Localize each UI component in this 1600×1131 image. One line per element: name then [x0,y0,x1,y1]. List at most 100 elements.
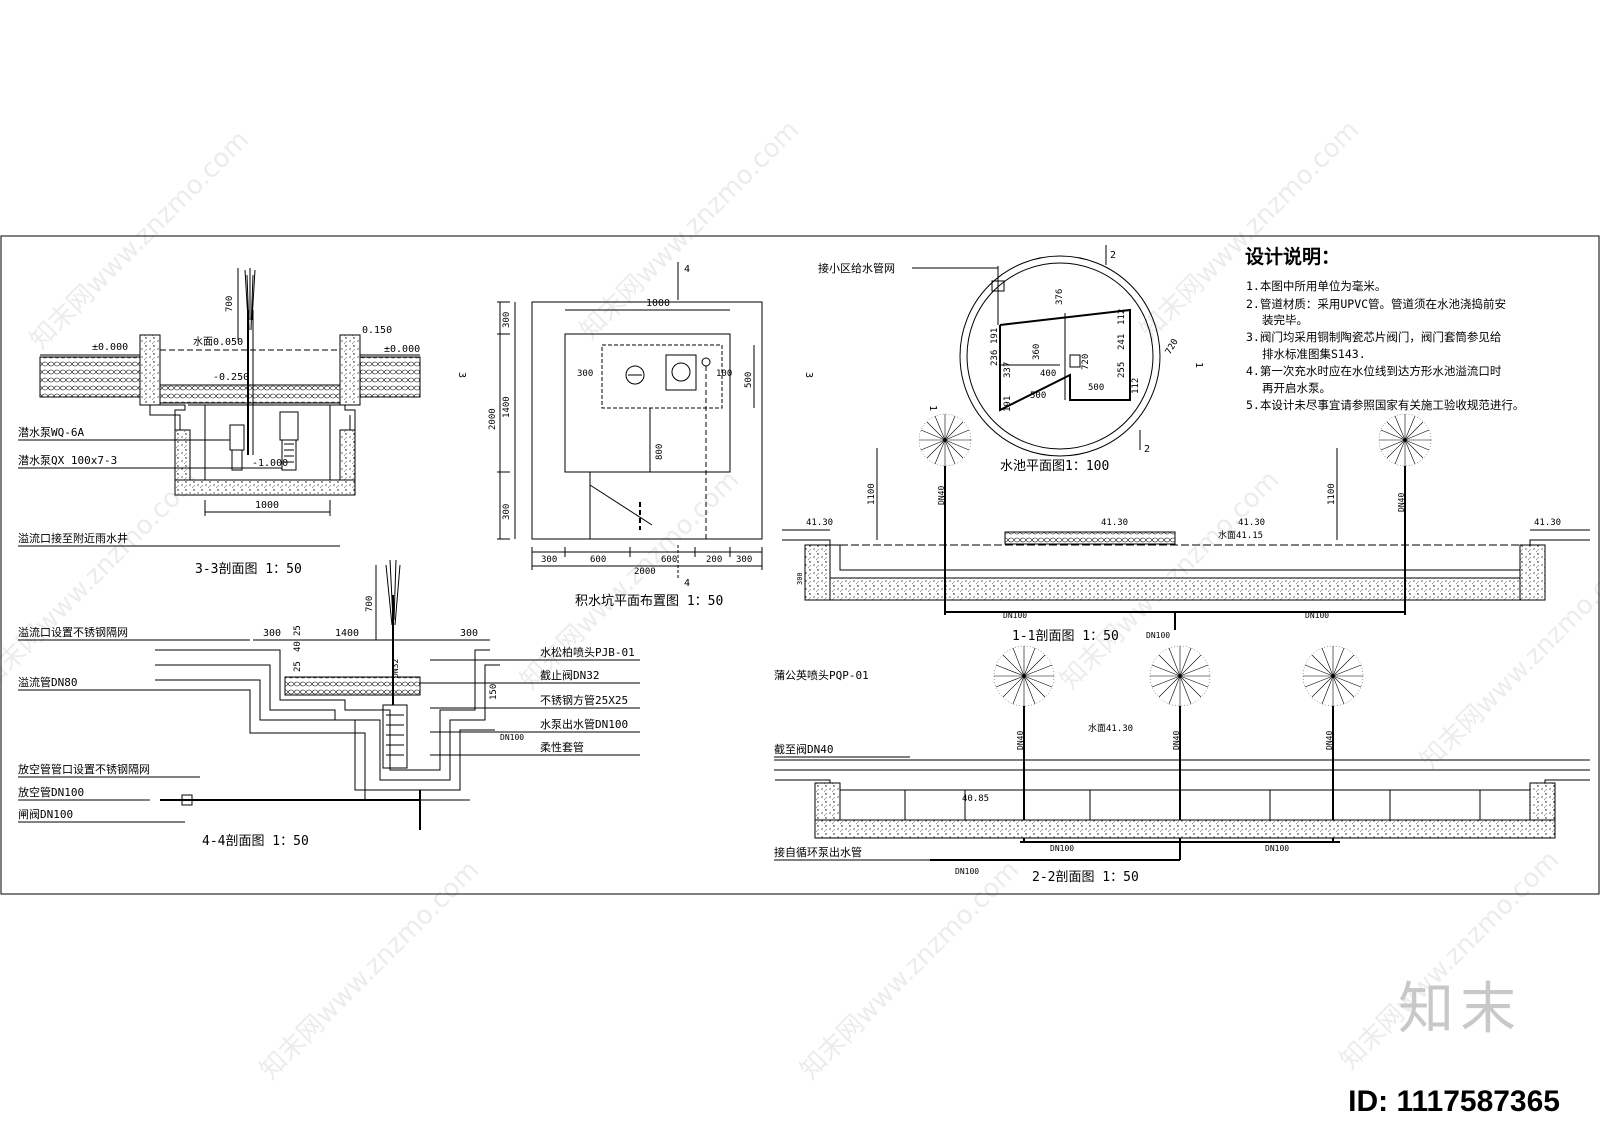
elev-22-bottom: 40.85 [962,794,989,804]
dim-11-dn100b: DN100 [1305,611,1329,620]
dim-pit-w300: 300 [577,369,593,379]
label-steel-tube: 不锈钢方管25X25 [540,693,628,707]
elev-11-c: 41.30 [1238,518,1265,528]
label-supply-network: 接小区给水管网 [818,261,895,275]
dim-44-300a: 300 [263,628,281,639]
elev-ground-left: ±0.000 [92,342,128,353]
mark-4-top: 4 [684,264,690,275]
pit-plan: 300 1400 300 2000 1000 300 100 500 800 3… [456,262,814,609]
dim-44-1400: 1400 [335,628,359,639]
mark-3-left: 3 [456,372,467,378]
dim-pit-h300b: 300 [502,504,512,520]
elev-22-water: 水面41.30 [1088,722,1133,734]
image-id-label: ID: 1117587365 [1348,1085,1560,1118]
elev-11-d: 41.30 [1534,518,1561,528]
mark-1-left: 1 [927,405,938,411]
dim-plan-112a: 112 [1117,309,1127,325]
drawing-frame [0,235,1600,895]
dim-44-150: 150 [489,684,499,700]
dim-pit-b300b: 300 [736,555,752,565]
dim-pit-h1400: 1400 [502,396,512,418]
notes-line: 再开启水泵。 [1262,381,1331,395]
pool-plan: 接小区给水管网 376 112 241 720 360 720 236 337 … [818,245,1204,474]
dim-plan-360: 360 [1032,344,1042,360]
dim-44-dn32: DN32 [391,659,400,678]
dim-plan-720b: 720 [1081,354,1091,370]
dim-44-300b: 300 [460,628,478,639]
dandelion-nozzle-left [918,413,972,467]
dim-plan-337: 337 [1003,362,1013,378]
elev-water: 水面0.050 [193,336,243,348]
dim-pit-b300a: 300 [541,555,557,565]
pit-plan-title: 积水坑平面布置图 1：50 [575,594,723,609]
notes-line: 装完毕。 [1262,313,1308,327]
dim-pit-w500: 500 [744,372,754,388]
notes-heading: 设计说明： [1245,245,1340,268]
label-pump-wq: 潜水泵WQ-6A [18,425,84,439]
dandelion-nozzle [1149,645,1211,707]
label-sleeve: 柔性套管 [540,740,584,754]
dim-44-25a: 25 [293,625,303,636]
dim-pit-b600b: 600 [661,555,677,565]
dim-11-dn40a: DN40 [937,486,946,505]
dim-plan-236: 236 [990,350,1000,366]
dim-pit-top1000: 1000 [646,298,670,309]
dim-11-dn100a: DN100 [1003,611,1027,620]
dim-44-d700: 700 [365,596,375,612]
dim-pit-width: 1000 [255,500,279,511]
dim-plan-400: 400 [1040,369,1056,379]
elev-top: 0.150 [362,325,392,336]
label-overflow-mesh: 溢流口设置不锈钢隔网 [18,625,128,639]
notes-line: 排水标准图集S143. [1262,347,1366,361]
dim-jet-height: 700 [225,296,235,312]
label-gate-valve: 闸阀DN100 [18,807,73,821]
dim-plan-112b: 112 [1131,378,1141,394]
dim-44-25b: 25 [293,661,303,672]
section-1-1: 1100 1100 DN40 DN40 41.30 41.30 41.30 41… [782,413,1590,644]
dim-pit-b600a: 600 [590,555,606,565]
section-2-2: 蒲公英喷头PQP-01 DN40 DN40 DN40 水面41.30 40. [774,645,1590,885]
dim-pit-h300a: 300 [502,312,512,328]
dim-22-dn40b: DN40 [1172,731,1181,750]
elev-ground-right: ±0.000 [384,344,420,355]
design-notes: 设计说明： 1.本图中所用单位为毫米。 2.管道材质：采用UPVC管。管道须在水… [1245,245,1524,412]
notes-line: 4.第一次充水时应在水位线到达方形水池溢流口时 [1246,364,1502,378]
dim-plan-241: 241 [1117,334,1127,350]
notes-line: 5.本设计未尽事宜请参照国家有关施工验收规范进行。 [1246,398,1524,412]
dim-pit-h2000: 2000 [488,408,498,430]
dim-pit-b2000: 2000 [634,567,656,577]
elev-11-b: 41.30 [1101,518,1128,528]
section-2-2-title: 2-2剖面图 1：50 [1032,870,1139,885]
mark-2-bottom: 2 [1144,444,1150,455]
dandelion-nozzle [1302,645,1364,707]
label-drain-pipe: 放空管DN100 [18,785,84,799]
notes-line: 1.本图中所用单位为毫米。 [1246,279,1386,293]
dandelion-nozzle-right [1378,413,1432,467]
pool-plan-title: 水池平面图1：100 [1000,459,1109,474]
dim-plan-376: 376 [1055,289,1065,305]
dim-22-dn40c: DN40 [1325,731,1334,750]
notes-line: 2.管道材质：采用UPVC管。管道须在水池浇捣前安 [1246,297,1506,311]
dim-pit-w100: 100 [716,369,732,379]
dim-11-small: 300 [796,572,804,585]
label-valve-dn40: 截至阀DN40 [774,742,834,756]
section-4-4-title: 4-4剖面图 1：50 [202,834,309,849]
mark-4-bottom: 4 [684,578,690,589]
dim-22-dn100c: DN100 [955,867,979,876]
section-1-1-title: 1-1剖面图 1：50 [1012,629,1119,644]
label-nozzle-pjb: 水松柏喷头PJB-01 [540,645,635,659]
label-overflow: 溢流口接至附近雨水井 [18,531,128,545]
mark-1-right: 1 [1193,362,1204,368]
label-valve-dn32: 截止阀DN32 [540,668,600,682]
dim-pit-b200: 200 [706,555,722,565]
dim-44-40: 40 [293,641,303,652]
label-drain-mesh: 放空管管口设置不锈钢隔网 [18,762,150,776]
elev-minus-1000: -1.000 [252,458,288,469]
elev-minus-0250: -0.250 [213,372,249,383]
label-pump-outlet: 水泵出水管DN100 [540,717,628,731]
notes-line: 3.阀门均采用铜制陶瓷芯片阀门，阀门套筒参见给 [1246,330,1501,344]
label-pump-qx: 潜水泵QX 100x7-3 [18,453,117,467]
elev-11-water: 水面41.15 [1218,529,1263,541]
dim-plan-500a: 500 [1030,391,1046,401]
